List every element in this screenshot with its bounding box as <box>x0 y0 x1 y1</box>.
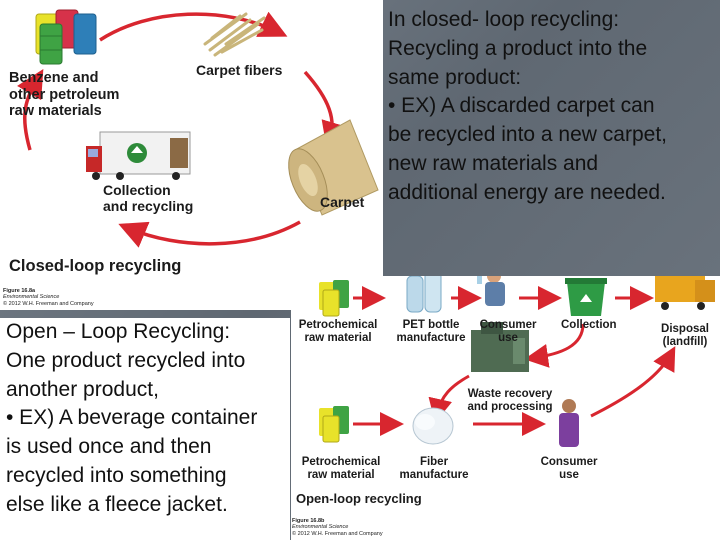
label-collection-line: Collection <box>103 182 171 198</box>
open-loop-text: Open – Loop Recycling: One product recyc… <box>0 318 290 540</box>
label-line: Petrochemical <box>301 456 381 468</box>
label-consumer-bottom: Consumer use <box>535 456 603 482</box>
open-loop-line: is used once and then <box>6 435 212 459</box>
cycle-arrow-left <box>17 68 44 151</box>
closed-loop-line: • EX) A discarded carpet can <box>388 94 655 118</box>
label-fiber-manufacture: Fiber manufacture <box>391 456 477 482</box>
open-loop-title: Open-loop recycling <box>296 491 422 506</box>
open-loop-line: another product, <box>6 377 159 401</box>
label-pet-manufacture: PET bottle manufacture <box>391 319 471 345</box>
arrow-consumer-to-disposal <box>590 346 676 418</box>
barrels-top-icon <box>319 280 349 317</box>
label-line: Fiber <box>419 456 449 468</box>
garbage-truck-icon <box>655 276 715 310</box>
carpet-roll-icon <box>288 119 379 216</box>
closed-loop-illustration <box>17 9 379 248</box>
consumer-drinking-icon <box>477 276 505 306</box>
closed-loop-heading: In closed- loop recycling: <box>388 8 620 31</box>
label-line: manufacture <box>396 332 466 345</box>
truck-icon <box>86 131 191 180</box>
label-collection-line: and recycling <box>103 198 194 215</box>
cycle-arrow-right <box>303 70 349 151</box>
label-consumer-top: Consumer use <box>475 319 541 345</box>
label-petrochemical-top: Petrochemical raw material <box>293 319 383 345</box>
label-collection-open: Collection <box>561 319 617 331</box>
waste-processing-icon <box>471 322 529 372</box>
label-carpet-fibers: Carpet fibers <box>196 62 283 78</box>
label-line: (landfill) <box>662 336 708 349</box>
label-carpet: Carpet <box>320 194 365 210</box>
label-petrochemical-bottom: Petrochemical raw material <box>293 456 389 482</box>
open-loop-heading: Open – Loop Recycling: <box>6 320 231 343</box>
open-loop-line: else like a fleece jacket. <box>6 492 228 516</box>
barrels-icon <box>35 9 97 65</box>
label-line: use <box>559 469 579 482</box>
label-line: Petrochemical <box>298 319 378 331</box>
closed-loop-line: be recycled into a new carpet, <box>388 123 667 147</box>
caption-line: © 2012 W.H. Freeman and Company <box>3 300 94 307</box>
barrels-bottom-icon <box>319 406 349 443</box>
label-disposal: Disposal (landfill) <box>655 323 715 349</box>
recycling-bin-icon <box>565 278 607 316</box>
caption-line: Figure 16.8b <box>292 518 325 524</box>
open-figure-caption: Figure 16.8b Environmental Science © 201… <box>292 518 383 537</box>
cycle-arrow-bottom <box>118 220 301 248</box>
closed-loop-text: In closed- loop recycling: Recycling a p… <box>388 6 718 208</box>
open-loop-line: recycled into something <box>6 463 227 487</box>
closed-figure-caption: Figure 16.8a Environmental Science © 201… <box>3 288 94 307</box>
closed-loop-line: new raw materials and <box>388 151 599 175</box>
consumer-fleece-icon <box>559 399 579 447</box>
open-loop-line: One product recycled into <box>6 348 246 372</box>
carpet-fibers-icon <box>203 12 266 57</box>
caption-line: Environmental Science <box>3 294 60 301</box>
caption-line: © 2012 W.H. Freeman and Company <box>292 530 383 537</box>
pet-bottles-icon <box>406 276 442 313</box>
open-loop-line: • EX) A beverage container <box>6 406 258 430</box>
label-line: Waste recovery <box>467 388 553 400</box>
label-line: Consumer <box>479 319 537 331</box>
caption-line: Environmental Science <box>292 524 349 531</box>
label-petroleum: Benzene and other petroleum raw material… <box>9 70 119 120</box>
label-line: raw material <box>304 332 372 345</box>
label-line: manufacture <box>399 469 469 482</box>
arrow-collection-to-waste <box>524 323 585 368</box>
label-collection: Collection and recycling <box>103 182 193 214</box>
label-line: use <box>498 332 518 345</box>
closed-loop-title: Closed-loop recycling <box>9 257 182 275</box>
closed-loop-figure: Benzene and other petroleum raw material… <box>0 0 383 310</box>
open-loop-figure: Petrochemical raw material PET bottle ma… <box>291 276 720 540</box>
label-petroleum-line: raw materials <box>9 103 102 120</box>
closed-loop-line: additional energy are needed. <box>388 180 666 204</box>
label-line: Disposal <box>661 323 709 335</box>
label-petroleum-line: Benzene and <box>9 70 99 86</box>
closed-loop-line: same product: <box>388 65 522 89</box>
label-petroleum-line: other petroleum <box>9 86 120 103</box>
label-waste-recovery: Waste recovery and processing <box>463 388 557 414</box>
label-line: raw material <box>307 469 375 482</box>
label-line: Consumer <box>540 456 598 468</box>
open-loop-illustration <box>319 276 715 447</box>
caption-line: Figure 16.8a <box>3 288 36 294</box>
label-line: PET bottle <box>402 319 460 331</box>
closed-loop-line: Recycling a product into the <box>388 36 648 60</box>
fiber-fluff-icon <box>412 407 454 445</box>
label-line: and processing <box>467 401 553 414</box>
